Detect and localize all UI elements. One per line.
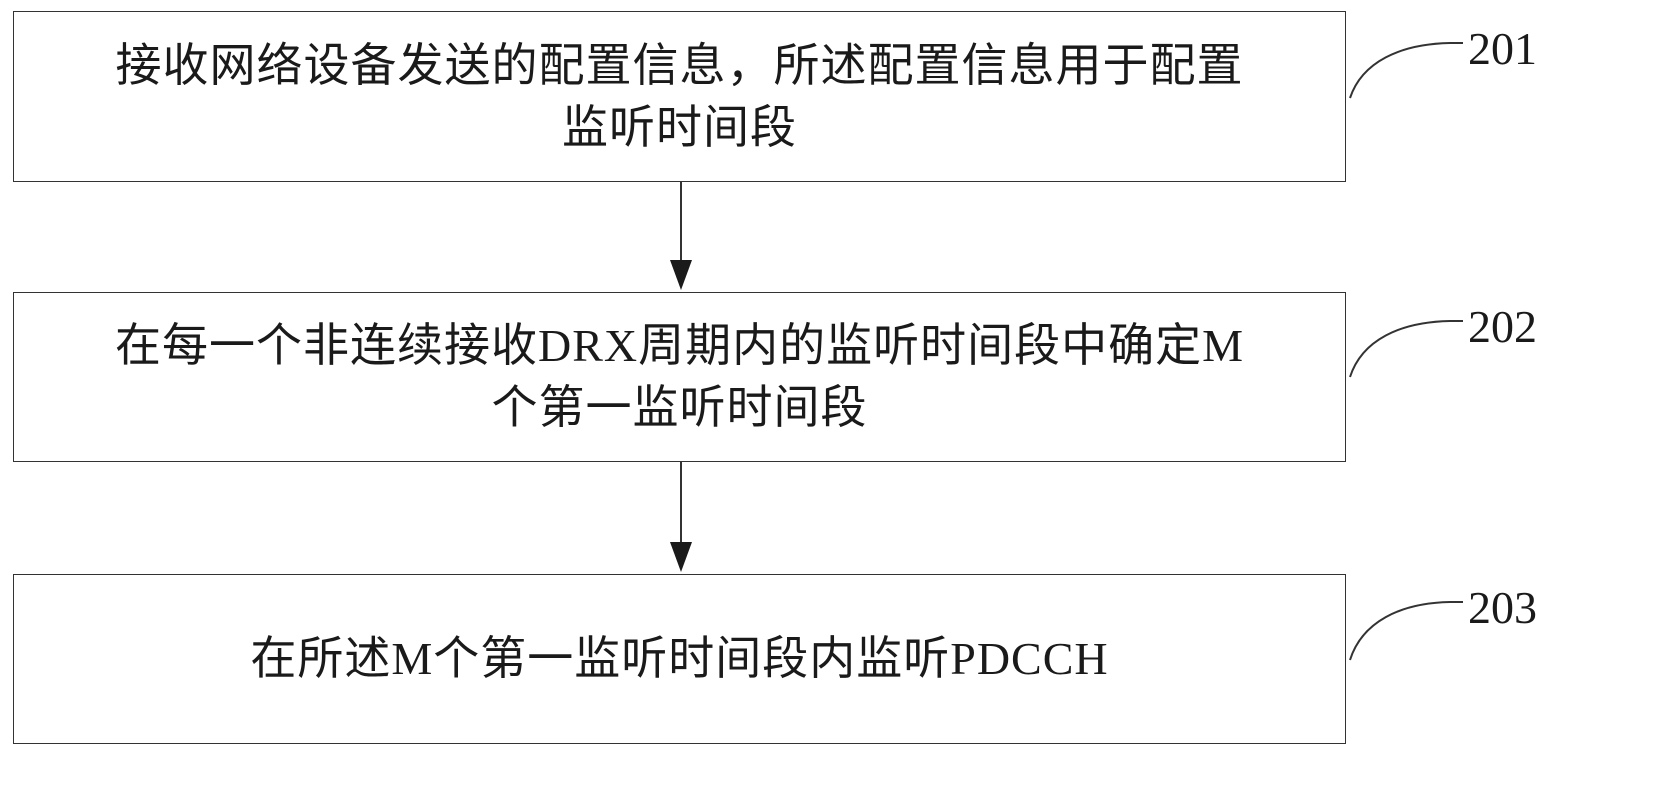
- step-201-line-1: 接收网络设备发送的配置信息，所述配置信息用于配置: [115, 39, 1244, 91]
- step-box-202: 在每一个非连续接收DRX周期内的监听时间段中确定M 个第一监听时间段: [13, 292, 1346, 462]
- arrow-202-to-203-head: [670, 542, 692, 572]
- step-202-line-2: 个第一监听时间段: [491, 382, 868, 433]
- step-201-line-2: 监听时间段: [562, 101, 797, 153]
- step-text-201: 接收网络设备发送的配置信息，所述配置信息用于配置 监听时间段: [104, 35, 1256, 159]
- arrow-201-to-202-head: [670, 260, 692, 290]
- reference-number-201: 201: [1468, 23, 1537, 74]
- step-text-203: 在所述M个第一监听时间段内监听PDCCH: [238, 628, 1120, 690]
- leader-line-202: [1349, 320, 1463, 378]
- step-202-line-1: 在每一个非连续接收DRX周期内的监听时间段中确定M: [114, 320, 1245, 371]
- step-box-201: 接收网络设备发送的配置信息，所述配置信息用于配置 监听时间段: [13, 11, 1346, 182]
- step-203-line-1: 在所述M个第一监听时间段内监听PDCCH: [250, 633, 1109, 684]
- step-box-203: 在所述M个第一监听时间段内监听PDCCH: [13, 574, 1346, 744]
- reference-number-202: 202: [1468, 301, 1537, 352]
- reference-number-203: 203: [1468, 582, 1537, 633]
- leader-line-203: [1349, 601, 1463, 661]
- step-text-202: 在每一个非连续接收DRX周期内的监听时间段中确定M 个第一监听时间段: [103, 315, 1256, 439]
- leader-line-201: [1349, 42, 1463, 99]
